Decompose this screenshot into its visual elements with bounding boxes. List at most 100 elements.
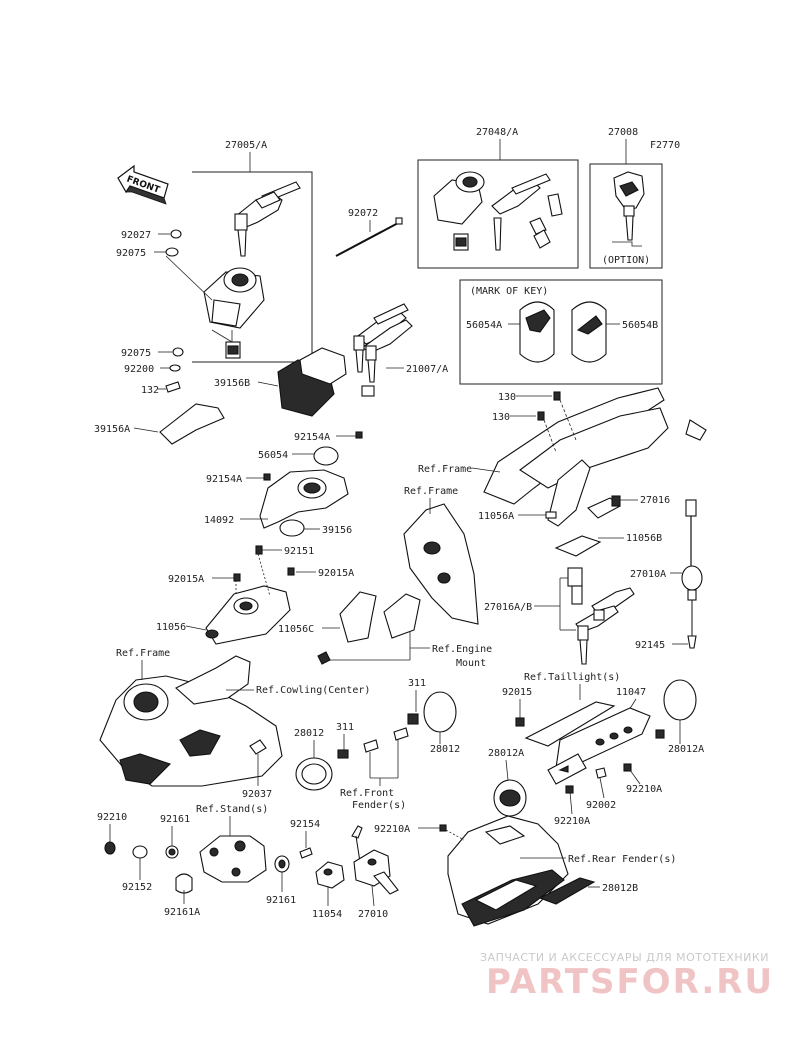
watermark-logo: PARTSFOR.RU <box>486 962 775 1002</box>
label-39156: 39156 <box>322 525 352 536</box>
label-39156A: 39156A <box>94 424 130 435</box>
label-92027: 92027 <box>121 230 151 241</box>
reflector-28012-right-icon <box>423 691 457 733</box>
box-27048A <box>417 159 579 269</box>
label-92152: 92152 <box>122 882 152 893</box>
taillight-bracket-11047-icon <box>524 701 651 785</box>
nut-icon <box>623 763 632 772</box>
label-92210A-right: 92210A <box>626 784 662 795</box>
label-92154: 92154 <box>290 819 320 830</box>
lock-set-icon <box>433 171 563 251</box>
label-11054: 11054 <box>312 909 342 920</box>
label-92161-left: 92161 <box>160 814 190 825</box>
label-92072: 92072 <box>348 208 378 219</box>
bracket-39156A-icon <box>159 403 225 445</box>
label-11056: 11056 <box>156 622 186 633</box>
label-92210A-left: 92210A <box>374 824 410 835</box>
box-mark-of-key <box>459 279 663 385</box>
label-27016AB: 27016A/B <box>484 602 532 613</box>
stand-bracket-icon <box>199 835 267 883</box>
rubber-stopper-icon <box>175 873 193 894</box>
label-56054A: 56054A <box>466 320 502 331</box>
rear-fender-icon <box>447 815 569 927</box>
frame-engine-mount-icon <box>339 503 479 643</box>
label-92161-right: 92161 <box>266 895 296 906</box>
option-label: (OPTION) <box>602 255 650 266</box>
washer-icon <box>172 347 184 357</box>
frame-subframe-icon <box>483 387 707 527</box>
label-27010A: 27010A <box>630 569 666 580</box>
label-14092: 14092 <box>204 515 234 526</box>
label-28012A-right: 28012A <box>668 744 704 755</box>
nut-icon <box>655 729 665 739</box>
ref-cowling-center: Ref.Cowling(Center) <box>256 685 370 696</box>
ignition-key-icon <box>234 181 301 257</box>
key-cover-ring-icon <box>313 446 339 466</box>
label-27048A: 27048/A <box>476 127 518 138</box>
bolt-icon <box>537 411 545 421</box>
nut-icon <box>337 749 349 759</box>
ref-frame-top: Ref.Frame <box>418 464 472 475</box>
label-92210A-middle: 92210A <box>554 816 590 827</box>
seal-ring-icon <box>279 519 305 537</box>
label-28012-right: 28012 <box>430 744 460 755</box>
nut-icon <box>439 824 447 832</box>
bolt-icon <box>363 739 379 753</box>
key-profile-icon <box>612 241 642 247</box>
label-92075-top: 92075 <box>116 248 146 259</box>
label-92002: 92002 <box>586 800 616 811</box>
lock-housing-14092-icon <box>259 469 349 529</box>
bolt-icon <box>317 651 331 665</box>
label-11056A: 11056A <box>478 511 514 522</box>
cap-icon <box>104 841 116 855</box>
ref-engine-mount-2: Mount <box>456 658 486 669</box>
key-set-21007A-icon <box>353 303 413 397</box>
ref-taillight: Ref.Taillight(s) <box>524 672 620 683</box>
reflector-28012A-right-icon <box>663 679 697 721</box>
label-92037: 92037 <box>242 789 272 800</box>
label-92075-bottom: 92075 <box>121 348 151 359</box>
label-92154A-bottom: 92154A <box>206 474 242 485</box>
label-27008: 27008 <box>608 127 638 138</box>
bolt-icon <box>595 767 607 779</box>
label-92015A-left: 92015A <box>168 574 204 585</box>
key-head-56054B-icon <box>571 301 607 363</box>
ref-rear-fender: Ref.Rear Fender(s) <box>568 854 676 865</box>
nut-icon <box>233 573 241 582</box>
label-11056C: 11056C <box>278 624 314 635</box>
reflector-28012B-icon <box>538 877 596 905</box>
mark-of-key-title: (MARK OF KEY) <box>470 286 548 297</box>
label-92015: 92015 <box>502 687 532 698</box>
label-92200: 92200 <box>124 364 154 375</box>
front-arrow-icon: FRONT <box>117 164 169 205</box>
label-311-left: 311 <box>336 722 354 733</box>
label-92210: 92210 <box>97 812 127 823</box>
label-11056B: 11056B <box>626 533 662 544</box>
nut-icon <box>287 567 295 576</box>
washer-icon <box>170 229 182 239</box>
bolt-icon <box>393 727 409 741</box>
label-92161A: 92161A <box>164 907 200 918</box>
ref-front-fender-2: Fender(s) <box>352 800 406 811</box>
clip-92037-icon <box>249 739 267 755</box>
box-27005A <box>192 171 313 363</box>
bolt-icon <box>553 391 561 401</box>
cable-tie-icon <box>335 221 401 257</box>
watermark-tagline: ЗАПЧАСТИ И АКСЕССУАРЫ ДЛЯ МОТОТЕХНИКИ <box>480 951 769 964</box>
diagram-code: F2770 <box>650 140 680 151</box>
nut-icon <box>565 785 574 794</box>
screw-icon <box>263 473 271 481</box>
label-27005A: 27005/A <box>225 140 267 151</box>
box-27008 <box>589 163 663 269</box>
key-head-56054A-icon <box>519 301 555 363</box>
ref-frame-left: Ref.Frame <box>116 648 170 659</box>
switch-27010A-icon <box>681 499 703 649</box>
label-130-bottom: 130 <box>492 412 510 423</box>
washer-icon <box>169 364 181 372</box>
frame-head-cowling-icon <box>99 655 283 787</box>
rubber-pad-39156B-icon <box>277 347 347 417</box>
label-28012-left: 28012 <box>294 728 324 739</box>
ref-stand: Ref.Stand(s) <box>196 804 268 815</box>
